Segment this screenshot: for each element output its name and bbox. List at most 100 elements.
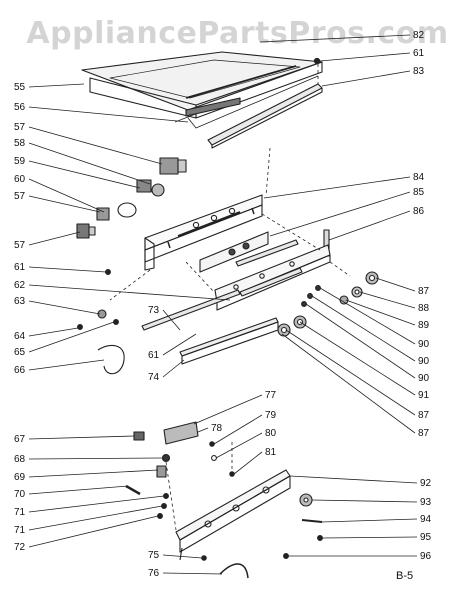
part-callout-82: 82 [413, 30, 425, 41]
part-callout-65: 65 [14, 347, 26, 358]
part-callout-67: 67 [14, 434, 26, 445]
leader-line [319, 52, 411, 62]
part-callout-76: 76 [148, 568, 160, 579]
leader-line [193, 394, 263, 425]
part-callout-61: 61 [14, 262, 26, 273]
screw-top [313, 57, 321, 65]
leader-line [28, 457, 163, 460]
leader-line [28, 505, 163, 531]
upper-control-bracket [144, 194, 263, 271]
leader-line [328, 210, 411, 241]
leader-line [359, 291, 416, 309]
leader-line [28, 106, 189, 123]
leader-line [162, 333, 197, 356]
part-callout-80: 80 [265, 428, 277, 439]
part-callout-90: 90 [418, 339, 430, 350]
part-callout-93: 93 [420, 497, 432, 508]
leader-line [321, 536, 418, 539]
part-callout-95: 95 [420, 532, 432, 543]
leader-line [289, 475, 418, 484]
leader-line [299, 321, 416, 396]
leader-line [28, 515, 159, 548]
knob-stack [277, 271, 379, 337]
part-callout-85: 85 [413, 187, 425, 198]
leader-line [28, 231, 81, 246]
part-callout-69: 69 [14, 472, 26, 483]
small-hardware-lower-left [125, 431, 171, 519]
part-callout-57: 57 [14, 122, 26, 133]
leader-line [259, 34, 411, 43]
part-callout-72: 72 [14, 542, 26, 553]
leader-line [215, 432, 263, 459]
part-callout-89: 89 [418, 320, 430, 331]
part-callout-63: 63 [14, 296, 26, 307]
part-callout-61: 61 [413, 48, 425, 59]
leader-line [28, 359, 105, 371]
part-callout-91: 91 [418, 390, 430, 401]
part-callout-83: 83 [413, 66, 425, 77]
part-callout-90: 90 [418, 356, 430, 367]
leader-line [28, 469, 159, 478]
part-callout-96: 96 [420, 551, 432, 562]
leader-line [213, 414, 263, 445]
leader-line [162, 572, 223, 575]
leader-line [375, 277, 416, 292]
part-callout-74: 74 [148, 372, 160, 383]
part-callout-58: 58 [14, 138, 26, 149]
part-callout-86: 86 [413, 206, 425, 217]
part-callout-71: 71 [14, 525, 26, 536]
part-callout-87: 87 [418, 286, 430, 297]
leader-line [28, 178, 105, 213]
door-panel-assembly [81, 51, 323, 129]
switches-cluster [76, 157, 187, 239]
leader-line [28, 495, 165, 513]
part-callout-64: 64 [14, 331, 26, 342]
leader-line [28, 485, 129, 495]
part-callout-55: 55 [14, 82, 26, 93]
leader-line [197, 427, 209, 433]
leader-line [311, 295, 416, 362]
leader-line [28, 327, 79, 337]
leader-line [162, 359, 185, 378]
leader-line [28, 160, 141, 189]
watermark: AppliancePartsPros.com [26, 16, 449, 51]
part-callout-57: 57 [14, 240, 26, 251]
part-callout-87: 87 [418, 428, 430, 439]
part-callout-70: 70 [14, 489, 26, 500]
part-callout-77: 77 [265, 390, 277, 401]
leader-line [28, 142, 151, 185]
part-callout-62: 62 [14, 280, 26, 291]
sub-panel [199, 231, 269, 273]
leader-line [28, 284, 231, 301]
leader-line [28, 126, 163, 165]
small-hardware-left [77, 269, 125, 375]
part-callout-94: 94 [420, 514, 432, 525]
part-callout-81: 81 [265, 447, 277, 458]
part-callout-78: 78 [211, 423, 223, 434]
leader-line [162, 554, 203, 559]
page-code: B-5 [396, 570, 413, 582]
leader-line [321, 70, 411, 87]
lower-main-panel [175, 469, 291, 561]
lower-block [163, 421, 235, 477]
part-callout-56: 56 [14, 102, 26, 113]
part-callout-84: 84 [413, 172, 425, 183]
leader-line [321, 518, 418, 523]
part-callout-92: 92 [420, 478, 432, 489]
part-callout-61: 61 [148, 350, 160, 361]
part-callout-90: 90 [418, 373, 430, 384]
leader-line [305, 303, 416, 379]
callout-layer: 8261835556575859605757848586616263646566… [14, 30, 432, 579]
leader-line [28, 195, 101, 213]
leader-line [162, 309, 181, 331]
part-callout-59: 59 [14, 156, 26, 167]
part-callout-57: 57 [14, 191, 26, 202]
part-callout-88: 88 [418, 303, 430, 314]
rail-74 [179, 317, 279, 365]
leader-line [319, 287, 416, 345]
trim-strip [207, 83, 323, 149]
alignment-lines [109, 64, 351, 531]
leader-line [285, 329, 416, 416]
